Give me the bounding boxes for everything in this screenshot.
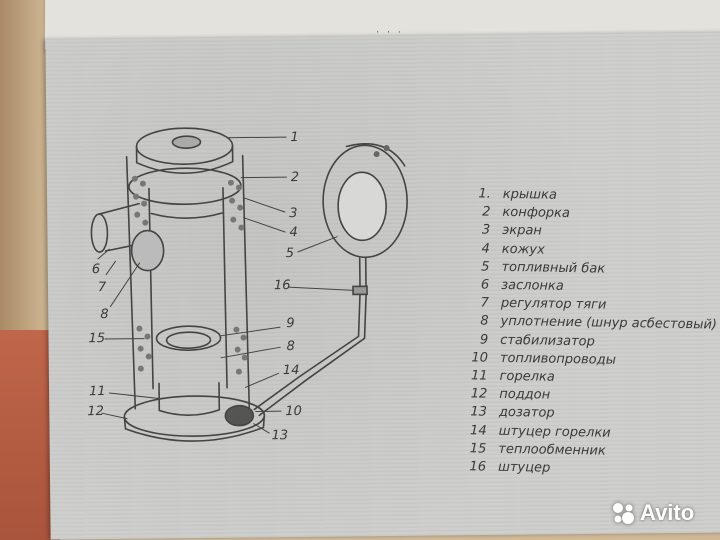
document-page: 1 2 3 4 5 6 7 8 9 8 14 10 13 11 12 15 16… bbox=[45, 32, 720, 540]
fuel-tank-inner bbox=[337, 171, 387, 242]
callout-10: 10 bbox=[285, 404, 302, 419]
callout-5: 5 bbox=[286, 246, 294, 261]
callout-15: 15 bbox=[88, 331, 105, 346]
callout-8-lower: 8 bbox=[287, 339, 295, 354]
stove-diagram: 1 2 3 4 5 6 7 8 9 8 14 10 13 11 12 15 16 bbox=[87, 127, 408, 443]
perforations-right bbox=[227, 179, 248, 375]
tank-vent bbox=[383, 145, 390, 152]
callout-7: 7 bbox=[98, 280, 107, 295]
callout-11: 11 bbox=[89, 384, 106, 399]
callout-8: 8 bbox=[100, 307, 108, 322]
callout-14: 14 bbox=[283, 363, 300, 378]
avito-watermark: Avito bbox=[610, 500, 694, 526]
fuel-tank-depth bbox=[345, 143, 406, 167]
callout-12: 12 bbox=[87, 404, 104, 419]
callout-6: 6 bbox=[92, 262, 100, 277]
lid-hole bbox=[171, 135, 202, 149]
callout-1: 1 bbox=[290, 130, 298, 145]
fitting-16 bbox=[352, 285, 368, 296]
callout-13: 13 bbox=[271, 428, 288, 443]
fuel-line-2 bbox=[258, 257, 367, 417]
watermark-brand: Avito bbox=[640, 500, 695, 525]
stabilizer bbox=[155, 325, 222, 351]
fuel-line bbox=[253, 257, 361, 411]
callout-16: 16 bbox=[274, 278, 291, 293]
tank-vent-2 bbox=[373, 151, 380, 158]
avito-logo-icon bbox=[613, 503, 634, 524]
leader-lines bbox=[97, 136, 355, 434]
burner-body bbox=[158, 382, 221, 416]
casing-left bbox=[125, 155, 137, 410]
dosing-unit bbox=[224, 404, 255, 427]
callout-2: 2 bbox=[291, 170, 299, 185]
stabilizer-inner bbox=[165, 331, 212, 349]
fuel-tank bbox=[322, 144, 408, 259]
tray-side bbox=[123, 414, 266, 442]
regulator-end bbox=[90, 213, 109, 253]
callout-9: 9 bbox=[286, 316, 294, 331]
lid-side bbox=[135, 144, 234, 174]
casing-right bbox=[241, 154, 251, 409]
callout-4: 4 bbox=[289, 225, 297, 240]
chamber-top bbox=[150, 211, 225, 219]
regulator-damper bbox=[130, 229, 165, 272]
casing-left-inner bbox=[148, 187, 154, 390]
perforations-left bbox=[131, 175, 152, 372]
casing-right-inner bbox=[222, 186, 228, 389]
callout-3: 3 bbox=[289, 206, 297, 221]
